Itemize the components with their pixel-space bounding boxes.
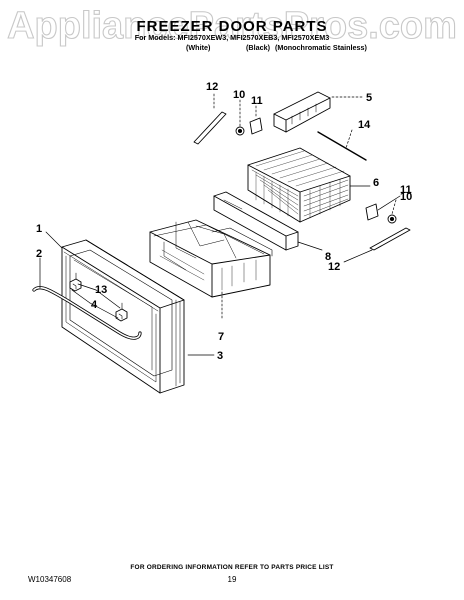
support-rod (317, 131, 367, 161)
callout-14: 14 (358, 119, 371, 131)
callout-labels: 1 2 3 4 5 6 7 8 10 10 11 11 12 12 13 14 (36, 81, 412, 362)
model-numbers: For Models: MFI2570XEW3, MFI2570XEB3, MF… (134, 33, 330, 42)
callout-10-lower: 10 (400, 191, 412, 203)
variant-white: (White) (186, 43, 211, 52)
callout-11-upper: 11 (251, 95, 263, 107)
callout-11-lower: 11 (400, 184, 412, 196)
callout-5: 5 (366, 92, 372, 104)
wire-basket (247, 147, 351, 223)
slide-rails (193, 111, 411, 251)
callout-10-upper: 10 (233, 89, 245, 101)
callout-13: 13 (95, 284, 107, 296)
callout-8: 8 (325, 251, 331, 263)
leader-lines (39, 93, 401, 356)
handle-screws (69, 272, 128, 322)
mounting-clips (249, 117, 379, 221)
variant-stainless: (Monochromatic Stainless) (275, 43, 367, 52)
basket-bracket (273, 91, 331, 133)
lower-drawer-bin (149, 219, 273, 298)
drawer-front-cover (213, 191, 299, 251)
callout-1: 1 (36, 223, 42, 235)
callout-12-upper: 12 (206, 81, 218, 93)
door-gasket (69, 249, 173, 377)
callout-12-lower: 12 (328, 261, 340, 273)
callout-4: 4 (91, 299, 98, 311)
callout-7: 7 (218, 331, 224, 343)
callout-3: 3 (217, 350, 223, 362)
door-handle (32, 286, 142, 340)
document-id: W10347608 (28, 575, 72, 584)
watermark: AppliancePartsPros.com (7, 4, 458, 47)
page-title: FREEZER DOOR PARTS (136, 18, 328, 35)
variant-black: (Black) (246, 43, 270, 52)
callout-2: 2 (36, 248, 42, 260)
ordering-info-footer: FOR ORDERING INFORMATION REFER TO PARTS … (130, 564, 334, 571)
watermark-text: AppliancePartsPros.com (7, 5, 457, 47)
callout-6: 6 (373, 177, 379, 189)
mounting-screws (235, 126, 397, 224)
page-number: 19 (227, 575, 237, 584)
